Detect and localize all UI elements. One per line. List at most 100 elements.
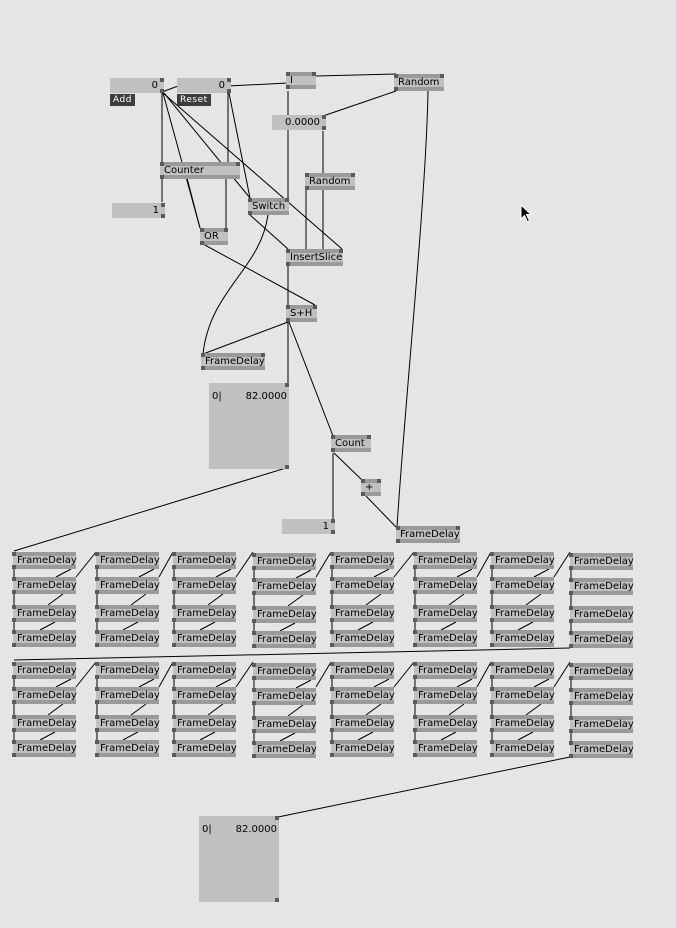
framedelay-grid-node[interactable]: FrameDelay [569, 688, 634, 705]
framedelay-grid-label: FrameDelay [17, 555, 77, 566]
framedelay-grid-node[interactable]: FrameDelay [12, 605, 77, 622]
framedelay-grid-node[interactable]: FrameDelay [12, 552, 77, 569]
framedelay-grid-node[interactable]: FrameDelay [490, 715, 555, 732]
framedelay-grid-node[interactable]: FrameDelay [95, 552, 160, 569]
grid-link-diagonal [440, 621, 457, 631]
framedelay-grid-node[interactable]: FrameDelay [330, 552, 395, 569]
framedelay-grid-label: FrameDelay [418, 743, 478, 754]
counter-node[interactable]: Counter [160, 162, 240, 179]
framedelay-grid-node[interactable]: FrameDelay [12, 715, 77, 732]
framedelay-grid-node[interactable]: FrameDelay [413, 605, 478, 622]
framedelay-grid-node[interactable]: FrameDelay [12, 740, 77, 757]
framedelay-grid-node[interactable]: FrameDelay [330, 630, 395, 647]
framedelay-grid-node[interactable]: FrameDelay [569, 631, 634, 648]
framedelay-grid-node[interactable]: FrameDelay [172, 605, 237, 622]
reset-value-box[interactable]: 0 [177, 78, 231, 93]
grid-link-diagonal [533, 568, 550, 578]
toggle-node[interactable]: I [286, 72, 316, 89]
framedelay-grid-node[interactable]: FrameDelay [172, 662, 237, 679]
framedelay-grid-node[interactable]: FrameDelay [95, 577, 160, 594]
framedelay-grid-node[interactable]: FrameDelay [252, 631, 317, 648]
framedelay-grid-node[interactable]: FrameDelay [490, 605, 555, 622]
framedelay-grid-node[interactable]: FrameDelay [490, 577, 555, 594]
random-node-mid[interactable]: Random [305, 173, 355, 190]
framedelay-grid-node[interactable]: FrameDelay [490, 552, 555, 569]
framedelay-grid-node[interactable]: FrameDelay [252, 606, 317, 623]
framedelay-grid-node[interactable]: FrameDelay [490, 687, 555, 704]
framedelay-feedback-node[interactable]: FrameDelay [201, 353, 265, 370]
framedelay-grid-node[interactable]: FrameDelay [172, 552, 237, 569]
framedelay-grid-node[interactable]: FrameDelay [252, 741, 317, 758]
framedelay-grid-node[interactable]: FrameDelay [569, 606, 634, 623]
framedelay-grid-node[interactable]: FrameDelay [569, 553, 634, 570]
insertslice-node[interactable]: InsertSlice [286, 249, 343, 266]
framedelay-grid-label: FrameDelay [17, 580, 77, 591]
framedelay-grid-node[interactable]: FrameDelay [413, 630, 478, 647]
counter-output-box[interactable]: 1 [112, 203, 165, 218]
framedelay-grid-node[interactable]: FrameDelay [172, 715, 237, 732]
framedelay-grid-node[interactable]: FrameDelay [172, 577, 237, 594]
framedelay-grid-node[interactable]: FrameDelay [252, 688, 317, 705]
framedelay-grid-node[interactable]: FrameDelay [12, 577, 77, 594]
framedelay-grid-node[interactable]: FrameDelay [12, 630, 77, 647]
framedelay-grid-label: FrameDelay [257, 719, 317, 730]
framedelay-grid-node[interactable]: FrameDelay [490, 630, 555, 647]
framedelay-grid-node[interactable]: FrameDelay [172, 687, 237, 704]
framedelay-grid-node[interactable]: FrameDelay [95, 662, 160, 679]
framedelay-grid-node[interactable]: FrameDelay [252, 663, 317, 680]
framedelay-grid-node[interactable]: FrameDelay [172, 740, 237, 757]
framedelay-grid-node[interactable]: FrameDelay [330, 740, 395, 757]
add-button[interactable]: Add [110, 94, 135, 106]
renderer-top[interactable]: 0| 82.0000 [209, 383, 289, 469]
framedelay-grid-node[interactable]: FrameDelay [252, 716, 317, 733]
framedelay-grid-node[interactable]: FrameDelay [95, 740, 160, 757]
framedelay-grid-node[interactable]: FrameDelay [413, 577, 478, 594]
or-node[interactable]: OR [200, 228, 228, 245]
framedelay-grid-node[interactable]: FrameDelay [413, 715, 478, 732]
framedelay-grid-node[interactable]: FrameDelay [12, 687, 77, 704]
framedelay-grid-node[interactable]: FrameDelay [413, 552, 478, 569]
framedelay-grid-node[interactable]: FrameDelay [95, 630, 160, 647]
sample-hold-node[interactable]: S+H [286, 305, 317, 322]
grid-link-diagonal [357, 731, 374, 741]
framedelay-grid-node[interactable]: FrameDelay [490, 740, 555, 757]
framedelay-loop-label: FrameDelay [400, 529, 460, 540]
framedelay-grid-node[interactable]: FrameDelay [95, 605, 160, 622]
framedelay-grid-label: FrameDelay [100, 718, 160, 729]
renderer-bottom[interactable]: 0| 82.0000 [199, 816, 279, 902]
framedelay-grid-node[interactable]: FrameDelay [330, 577, 395, 594]
framedelay-grid-node[interactable]: FrameDelay [569, 741, 634, 758]
framedelay-grid-node[interactable]: FrameDelay [413, 662, 478, 679]
framedelay-grid-node[interactable]: FrameDelay [330, 715, 395, 732]
framedelay-grid-node[interactable]: FrameDelay [12, 662, 77, 679]
framedelay-grid-label: FrameDelay [100, 743, 160, 754]
count-output-box[interactable]: 1 [282, 519, 335, 534]
framedelay-grid-node[interactable]: FrameDelay [252, 578, 317, 595]
framedelay-grid-node[interactable]: FrameDelay [330, 662, 395, 679]
framedelay-grid-node[interactable]: FrameDelay [413, 740, 478, 757]
random-value-box[interactable]: 0.0000 [272, 115, 326, 130]
framedelay-grid-node[interactable]: FrameDelay [95, 715, 160, 732]
framedelay-grid-node[interactable]: FrameDelay [172, 630, 237, 647]
framedelay-grid-label: FrameDelay [100, 690, 160, 701]
reset-button[interactable]: Reset [177, 94, 211, 106]
framedelay-grid-node[interactable]: FrameDelay [330, 605, 395, 622]
grid-link-column [553, 661, 571, 688]
framedelay-grid-node[interactable]: FrameDelay [569, 663, 634, 680]
framedelay-grid-label: FrameDelay [574, 719, 634, 730]
count-node[interactable]: Count [331, 435, 371, 452]
framedelay-grid-node[interactable]: FrameDelay [252, 553, 317, 570]
framedelay-grid-node[interactable]: FrameDelay [569, 716, 634, 733]
framedelay-grid-node[interactable]: FrameDelay [569, 578, 634, 595]
add-value-box[interactable]: 0 [110, 78, 164, 93]
random-node-top[interactable]: Random [394, 74, 444, 91]
framedelay-grid-node[interactable]: FrameDelay [490, 662, 555, 679]
framedelay-grid-node[interactable]: FrameDelay [330, 687, 395, 704]
plus-node[interactable]: + [361, 479, 381, 496]
grid-link-diagonal [365, 593, 382, 606]
framedelay-grid-node[interactable]: FrameDelay [95, 687, 160, 704]
switch-node[interactable]: Switch [248, 198, 289, 215]
framedelay-grid-node[interactable]: FrameDelay [413, 687, 478, 704]
framedelay-grid-label: FrameDelay [495, 580, 555, 591]
framedelay-loop-node[interactable]: FrameDelay [396, 526, 460, 543]
